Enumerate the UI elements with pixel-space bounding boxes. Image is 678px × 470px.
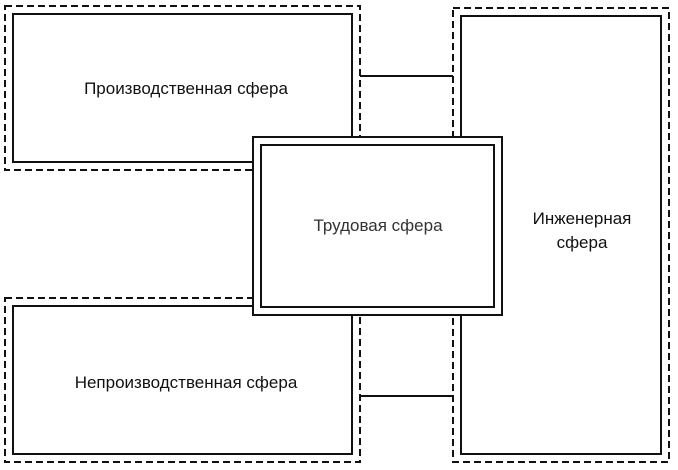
nonproduction-sphere-dashed-border — [4, 297, 361, 463]
nonproduction-sphere-node — [4, 297, 361, 463]
engineering-sphere-label-line1: Инженерная — [533, 209, 632, 228]
production-sphere-label: Производственная сфера — [84, 79, 288, 98]
labor-sphere-inner-border — [260, 144, 495, 308]
production-sphere-dashed-border — [4, 5, 361, 171]
nonproduction-sphere-label: Непроизводственная сфера — [75, 373, 298, 392]
labor-sphere-node — [252, 136, 503, 316]
engineering-sphere-label-line2: сфера — [557, 233, 608, 252]
nonproduction-sphere-box — [12, 305, 353, 455]
labor-sphere-label: Трудовая сфера — [313, 216, 443, 235]
